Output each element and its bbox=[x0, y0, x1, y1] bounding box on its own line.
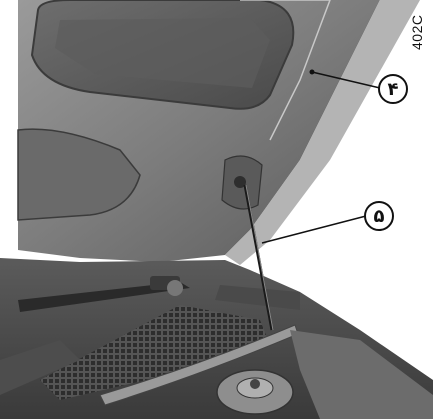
callout-4: ۴ bbox=[378, 74, 408, 104]
figure-code: 402C bbox=[409, 14, 425, 50]
callout-5: ۵ bbox=[364, 201, 394, 231]
hood-prop-rod bbox=[243, 184, 274, 331]
callout-5-leader bbox=[261, 215, 367, 244]
callout-4-leader bbox=[311, 71, 381, 89]
